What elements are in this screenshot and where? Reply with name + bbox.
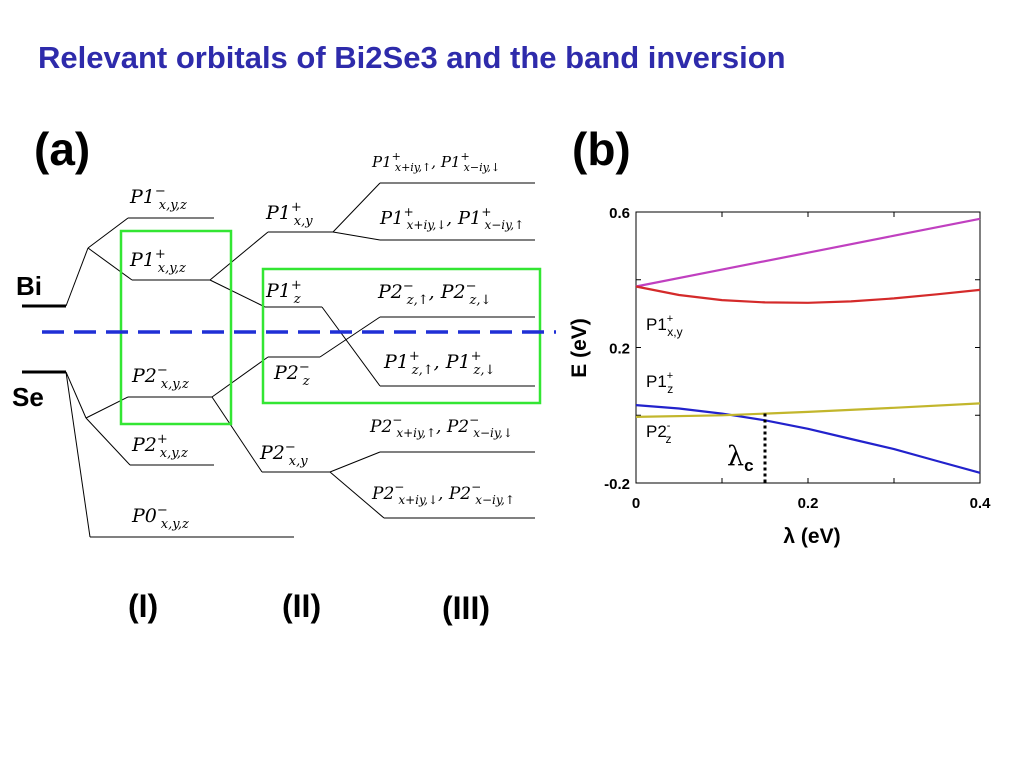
x-tick-label: 0.4: [970, 495, 992, 512]
se-label: Se: [12, 382, 44, 412]
x-tick-label: 0: [632, 495, 640, 512]
y-tick-label: -0.2: [604, 476, 630, 493]
box-stage-2: [261, 267, 542, 405]
label-p1-xiy-up-xmiy-down: P1+x+iy,↑, P1+x−iy,↓: [371, 150, 500, 174]
label-p2-plus-xyz: P2+x,y,z: [131, 432, 188, 461]
y-tick-labels: -0.2 0.2 0.6: [604, 205, 630, 493]
x-tick-label: 0.2: [798, 495, 819, 512]
label-p2-minus-xy: P2−x,y: [259, 440, 308, 469]
lambda-c-label: λc: [727, 441, 754, 475]
series-label-p2-z: P2-z: [646, 420, 671, 446]
box-stage-1: [119, 229, 233, 426]
x-tick-labels: 0 0.2 0.4: [632, 495, 991, 512]
panel-b: (b) -0.2 0.2 0.6 0 0.2 0.4 E (eV) λ (eV) P1+…: [568, 123, 991, 548]
page-title: Relevant orbitals of Bi2Se3 and the band…: [38, 40, 786, 75]
panel-a-label: (a): [34, 123, 90, 175]
panel-a: (a) Bi Se: [12, 123, 556, 626]
label-p1-plus-xyz: P1+x,y,z: [129, 247, 186, 276]
label-p1-xiy-down-xmiy-up: P1+x+iy,↓, P1+x−iy,↑: [379, 205, 524, 232]
x-axis-label: λ (eV): [783, 525, 840, 548]
level-connectors: [65, 182, 535, 538]
series-group: [635, 217, 981, 474]
label-p2-minus-xyz: P2−x,y,z: [131, 363, 189, 392]
stage-label-1: (I): [128, 588, 158, 624]
label-p2-minus-z: P2−z: [273, 360, 310, 389]
label-p2-xiy-down-xmiy-up: P2−x+iy,↓, P2−x−iy,↑: [371, 480, 515, 507]
label-p2-z-up-down: P2−z,↑, P2−z,↓: [377, 279, 491, 308]
label-p1-plus-z: P1+z: [265, 278, 302, 307]
series-line-3: [635, 402, 981, 418]
series-line-2: [635, 404, 981, 474]
series-label-p1-z: P1+z: [646, 370, 673, 396]
series-label-p1-xy: P1+x,y: [646, 313, 683, 339]
y-tick-label: 0.2: [609, 341, 630, 358]
axis-ticks: [636, 212, 980, 483]
label-p2-xiy-up-xmiy-down: P2−x+iy,↑, P2−x−iy,↓: [369, 413, 513, 440]
label-p1-minus-xyz: P1−x,y,z: [129, 184, 187, 213]
y-tick-label: 0.6: [609, 205, 630, 222]
stage-label-3: (III): [442, 590, 490, 626]
label-p1-z-up-down: P1+z,↑, P1+z,↓: [383, 349, 495, 378]
label-p0-minus-xyz: P0−x,y,z: [131, 503, 189, 532]
bi-label: Bi: [16, 271, 42, 301]
stage-label-2: (II): [282, 588, 321, 624]
y-axis-label: E (eV): [568, 318, 591, 378]
series-line-0: [635, 217, 981, 288]
series-line-1: [635, 285, 981, 304]
panel-b-label: (b): [572, 123, 631, 175]
label-p1-plus-xy: P1+x,y: [265, 200, 313, 229]
